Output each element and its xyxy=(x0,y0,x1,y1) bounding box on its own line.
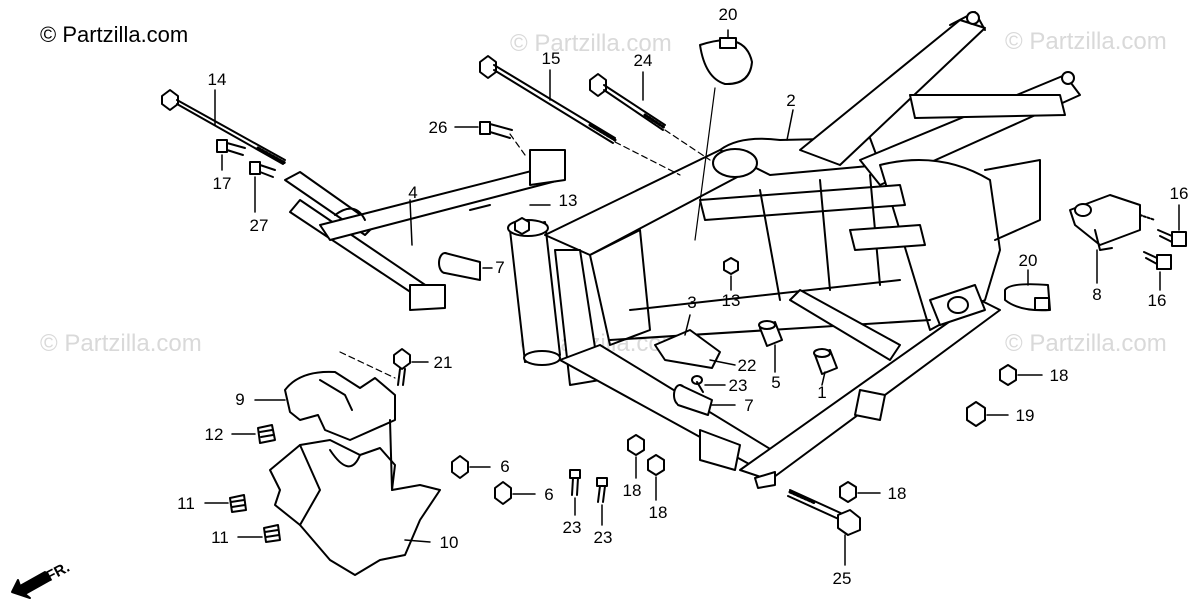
front-direction-arrow xyxy=(11,571,51,599)
callout-9: 9 xyxy=(235,390,244,409)
callout-11b: 11 xyxy=(211,528,229,547)
callout-10: 10 xyxy=(440,533,459,552)
callout-23a: 23 xyxy=(729,376,748,395)
callout-16a: 16 xyxy=(1170,184,1189,203)
callout-24: 24 xyxy=(634,51,653,70)
bolt-27 xyxy=(249,161,276,213)
main-frame xyxy=(507,11,1081,489)
callout-13a: 13 xyxy=(559,191,578,210)
nut-18-center2 xyxy=(647,454,665,501)
nut-18-right xyxy=(999,364,1043,386)
long-bolt-14 xyxy=(161,89,287,165)
switch-assembly-8 xyxy=(1069,194,1156,284)
grommet-12 xyxy=(231,424,276,444)
nut-13-upper xyxy=(514,204,551,235)
nut-18-lower xyxy=(839,481,881,503)
callout-5: 5 xyxy=(771,373,780,392)
bolt-25 xyxy=(787,489,861,566)
callout-4: 4 xyxy=(408,183,417,202)
callout-7b: 7 xyxy=(744,396,753,415)
bolt-16-lower xyxy=(1143,251,1172,291)
grommet-11-upper xyxy=(204,494,247,513)
cover-9 xyxy=(254,351,396,441)
callout-3: 3 xyxy=(687,293,696,312)
screw-23-left xyxy=(569,469,581,516)
callout-18c: 18 xyxy=(649,503,668,522)
callout-14: 14 xyxy=(208,70,227,89)
collar-5 xyxy=(758,320,783,373)
callout-20a: 20 xyxy=(719,5,738,24)
callout-22: 22 xyxy=(738,356,757,375)
callout-1: 1 xyxy=(817,383,826,402)
callout-6b: 6 xyxy=(544,485,553,504)
callout-20b: 20 xyxy=(1019,251,1038,270)
bolt-26 xyxy=(454,121,526,156)
callout-17: 17 xyxy=(213,174,232,193)
footrest-bar xyxy=(284,149,566,311)
watermark: © Partzilla.com xyxy=(40,330,202,357)
callout-27: 27 xyxy=(250,216,269,235)
callout-13b: 13 xyxy=(722,291,741,310)
screw-23-right xyxy=(596,477,608,526)
copyright-text: © Partzilla.com xyxy=(40,22,189,47)
callout-23c: 23 xyxy=(594,528,613,547)
callout-2: 2 xyxy=(786,91,795,110)
long-bolt-24 xyxy=(589,71,711,161)
callout-7a: 7 xyxy=(495,258,504,277)
watermark: © Partzilla.com xyxy=(1005,330,1167,357)
callout-6a: 6 xyxy=(500,457,509,476)
callout-11a: 11 xyxy=(177,494,195,513)
nut-18-center xyxy=(627,434,645,479)
callout-8: 8 xyxy=(1092,285,1101,304)
callout-15: 15 xyxy=(542,49,561,68)
nut-6-upper xyxy=(451,455,491,479)
bolt-16-upper xyxy=(1157,204,1187,247)
callout-25: 25 xyxy=(833,569,852,588)
watermark: © Partzilla.com xyxy=(510,30,672,57)
bolt-21 xyxy=(393,348,429,386)
callout-26: 26 xyxy=(429,118,448,137)
callout-12: 12 xyxy=(205,425,224,444)
screw-23-upper xyxy=(691,375,726,393)
bolt-17 xyxy=(216,139,246,171)
bracket-3 xyxy=(654,314,736,369)
nut-13-center xyxy=(723,257,739,291)
grommet-11-lower xyxy=(237,524,281,543)
watermark: © Partzilla.com xyxy=(1005,28,1167,55)
callout-18a: 18 xyxy=(1050,366,1069,385)
callout-21: 21 xyxy=(434,353,453,372)
collar-1 xyxy=(813,348,838,386)
nut-6-lower xyxy=(494,481,536,505)
callout-18d: 18 xyxy=(888,484,907,503)
bolt-7-upper xyxy=(438,252,493,281)
clamp-20-top xyxy=(694,29,753,241)
nut-19 xyxy=(966,401,1009,427)
long-bolt-15 xyxy=(479,55,681,176)
callout-16b: 16 xyxy=(1148,291,1167,310)
clamp-20-right xyxy=(1004,269,1051,312)
bolt-7-lower xyxy=(673,384,736,416)
callout-19: 19 xyxy=(1016,406,1035,425)
callout-23b: 23 xyxy=(563,518,582,537)
callout-18b: 18 xyxy=(623,481,642,500)
cover-10 xyxy=(269,419,441,576)
